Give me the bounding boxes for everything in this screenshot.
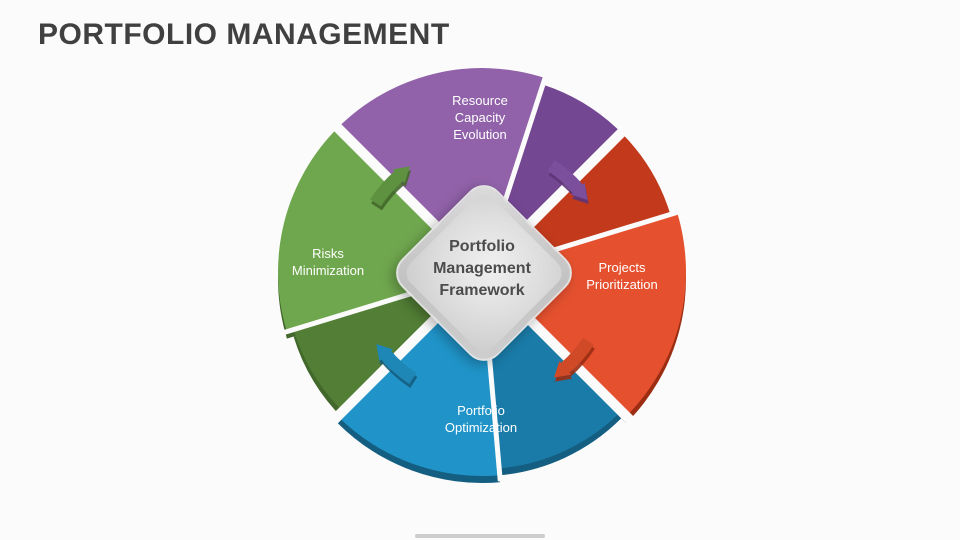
center-label-line: Framework xyxy=(439,282,525,299)
bottom-strip xyxy=(415,534,545,538)
arrow-purple-head xyxy=(571,182,588,201)
arrow-purple-arc xyxy=(547,160,583,194)
center-label-line: Management xyxy=(433,260,531,277)
flow-arrow-red-icon xyxy=(553,337,594,378)
arrow-blue-head xyxy=(376,343,393,362)
arrow-red-arc xyxy=(560,337,594,373)
flow-arrow-green-icon xyxy=(370,166,411,207)
flow-arrow-blue-icon xyxy=(376,343,417,384)
center-diamond-label: Portfolio Management Framework xyxy=(382,236,582,302)
arrow-green-arc xyxy=(370,171,404,207)
flow-arrow-purple-icon xyxy=(547,160,588,201)
arrow-red-head xyxy=(553,361,572,378)
arrow-blue-arc xyxy=(381,350,417,384)
slide-title: PORTFOLIO MANAGEMENT xyxy=(38,18,450,51)
arrow-green-head xyxy=(392,166,411,183)
flow-arrows xyxy=(370,160,595,388)
center-label-line: Portfolio xyxy=(449,238,515,255)
